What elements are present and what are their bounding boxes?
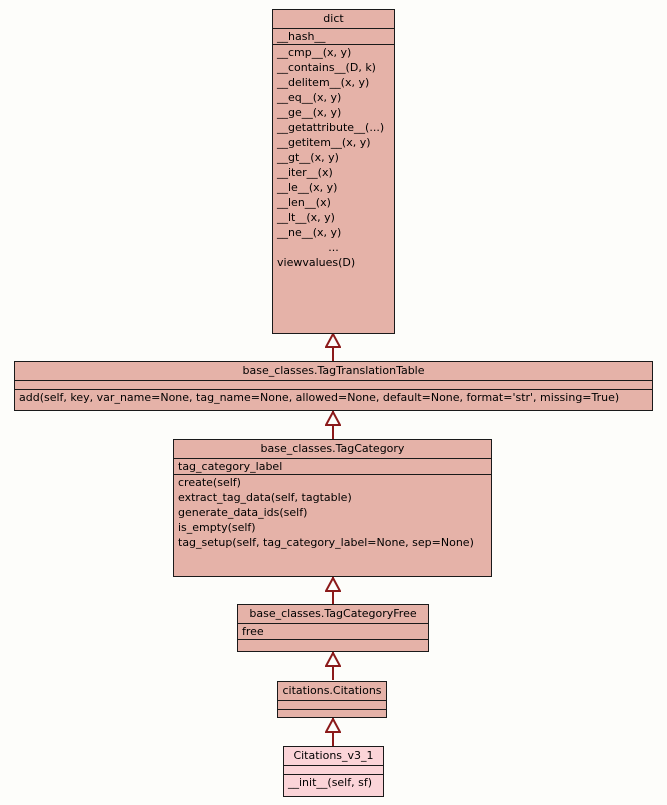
class-methods-tagtranslationtable: add(self, key, var_name=None, tag_name=N… [15, 390, 652, 405]
method-row: __init__(self, sf) [288, 776, 373, 789]
method-row: is_empty(self) [178, 521, 256, 534]
class-node-citations-v3-1[interactable]: Citations_v3_1 __init__(self, sf) [283, 746, 384, 797]
class-attributes-citations [278, 701, 386, 710]
method-row: __contains__(D, k) [277, 61, 376, 74]
class-title-dict: dict [273, 10, 394, 29]
class-attributes-tagcategoryfree: free [238, 624, 428, 640]
inheritance-arrowhead-icon [325, 334, 341, 348]
method-row: create(self) [178, 476, 241, 489]
method-row-ellipsis: ... [328, 241, 339, 254]
method-row: __le__(x, y) [277, 181, 338, 194]
attribute-row: free [242, 625, 264, 638]
class-attributes-citations-v3-1 [284, 766, 383, 775]
class-node-dict[interactable]: dict __hash__ __cmp__(x, y) __contains__… [272, 9, 395, 334]
class-node-tagcategory[interactable]: base_classes.TagCategory tag_category_la… [173, 439, 492, 577]
method-row: __getattribute__(...) [277, 121, 385, 134]
inheritance-arrowhead-icon [325, 719, 341, 733]
method-row: __delitem__(x, y) [277, 76, 370, 89]
class-node-citations[interactable]: citations.Citations [277, 681, 387, 718]
method-row: __cmp__(x, y) [277, 46, 352, 59]
method-row: __ne__(x, y) [277, 226, 342, 239]
class-methods-citations-v3-1: __init__(self, sf) [284, 775, 383, 790]
method-row: __gt__(x, y) [277, 151, 339, 164]
method-row: __getitem__(x, y) [277, 136, 371, 149]
class-title-citations-v3-1: Citations_v3_1 [284, 747, 383, 766]
method-row: __lt__(x, y) [277, 211, 335, 224]
class-methods-tagcategoryfree [238, 640, 428, 649]
inheritance-arrowhead-icon [325, 578, 341, 592]
method-row: add(self, key, var_name=None, tag_name=N… [19, 391, 620, 404]
attribute-row: __hash__ [277, 30, 326, 43]
method-row: tag_setup(self, tag_category_label=None,… [178, 536, 474, 549]
class-title-tagcategoryfree: base_classes.TagCategoryFree [238, 605, 428, 624]
method-row: viewvalues(D) [277, 256, 356, 269]
class-attributes-tagtranslationtable [15, 381, 652, 390]
class-node-tagcategoryfree[interactable]: base_classes.TagCategoryFree free [237, 604, 429, 652]
method-row: extract_tag_data(self, tagtable) [178, 491, 352, 504]
class-methods-citations [278, 710, 386, 719]
class-title-citations: citations.Citations [278, 682, 386, 701]
class-methods-dict: __cmp__(x, y) __contains__(D, k) __delit… [273, 45, 394, 270]
class-methods-tagcategory: create(self) extract_tag_data(self, tagt… [174, 475, 491, 550]
class-title-tagcategory: base_classes.TagCategory [174, 440, 491, 459]
inheritance-arrowhead-icon [325, 412, 341, 426]
class-attributes-dict: __hash__ [273, 29, 394, 45]
method-row: __ge__(x, y) [277, 106, 342, 119]
method-row: __len__(x) [277, 196, 331, 209]
class-attributes-tagcategory: tag_category_label [174, 459, 491, 475]
inheritance-arrowhead-icon [325, 653, 341, 667]
method-row: __eq__(x, y) [277, 91, 342, 104]
class-title-tagtranslationtable: base_classes.TagTranslationTable [15, 362, 652, 381]
method-row: __iter__(x) [277, 166, 333, 179]
method-row: generate_data_ids(self) [178, 506, 308, 519]
class-node-tagtranslationtable[interactable]: base_classes.TagTranslationTable add(sel… [14, 361, 653, 411]
attribute-row: tag_category_label [178, 460, 283, 473]
